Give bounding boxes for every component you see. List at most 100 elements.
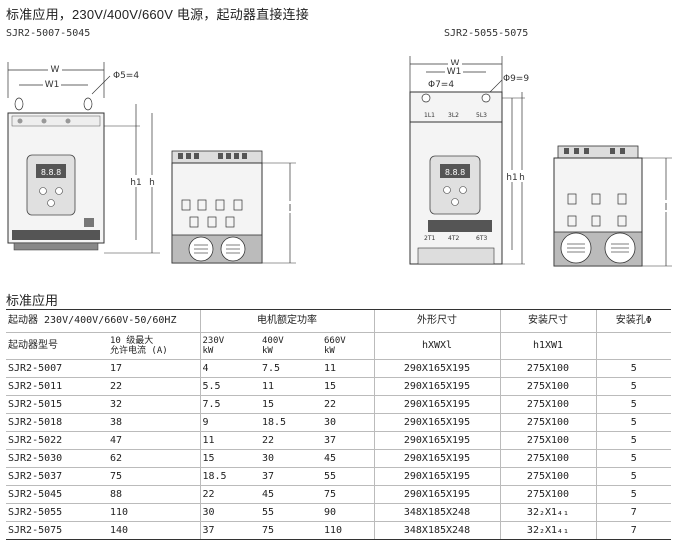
cell-mount: 275X100 xyxy=(499,413,596,432)
cell-230v: 11 xyxy=(199,431,260,450)
cell-hole: 5 xyxy=(595,449,671,468)
dim-h-right: h xyxy=(519,173,525,183)
svg-text:8.8.8: 8.8.8 xyxy=(445,168,465,177)
cell-dims: 348X185X248 xyxy=(373,521,500,540)
cell-230v: 37 xyxy=(199,521,260,540)
cell-model: SJR2-5015 xyxy=(6,395,108,414)
hole-label-right-outer: Φ9=9 xyxy=(503,74,529,84)
cell-400v: 22 xyxy=(260,431,322,450)
cell-mount: 275X100 xyxy=(499,467,596,486)
cell-mount: 275X100 xyxy=(499,449,596,468)
dim-w1: W1 xyxy=(45,80,60,90)
header-mount-formula: h1XW1 xyxy=(499,332,596,360)
cell-400v: 7.5 xyxy=(260,359,322,378)
cell-230v: 9 xyxy=(199,413,260,432)
spec-table: 起动器 230V/400V/660V-50/60HZ 电机额定功率 外形尺寸 安… xyxy=(6,309,671,540)
cell-mount: 275X100 xyxy=(499,485,596,504)
cell-hole: 5 xyxy=(595,467,671,486)
hole-label-left: Φ5=4 xyxy=(113,71,139,81)
cell-400v: 75 xyxy=(260,521,322,540)
cell-230v: 4 xyxy=(199,359,260,378)
cell-model: SJR2-5018 xyxy=(6,413,108,432)
cell-660v: 15 xyxy=(322,377,374,396)
cell-model: SJR2-5022 xyxy=(6,431,108,450)
left-side-view: l xyxy=(171,150,296,264)
cell-mount: 32₂X1₄₁ xyxy=(499,521,596,540)
cell-230v: 30 xyxy=(199,503,260,522)
cell-hole: 7 xyxy=(595,503,671,522)
header-hole: 安装孔Φ xyxy=(595,309,671,333)
header-hole-blank xyxy=(595,332,671,360)
terminal-6t3: 6T3 xyxy=(476,235,487,242)
cell-660v: 11 xyxy=(322,359,374,378)
cell-dims: 290X165X195 xyxy=(373,485,500,504)
dim-h1-right: h1 xyxy=(506,173,517,183)
cell-dims: 290X165X195 xyxy=(373,377,500,396)
cell-model: SJR2-5030 xyxy=(6,449,108,468)
cell-660v: 55 xyxy=(322,467,374,486)
terminal-1l1: 1L1 xyxy=(424,112,435,119)
header-mount: 安装尺寸 xyxy=(499,309,596,333)
cell-hole: 5 xyxy=(595,395,671,414)
cell-400v: 11 xyxy=(260,377,322,396)
cell-660v: 45 xyxy=(322,449,374,468)
cell-model: SJR2-5007 xyxy=(6,359,108,378)
svg-text:8.8.8: 8.8.8 xyxy=(41,168,61,177)
right-side-view: l xyxy=(553,145,672,267)
cell-mount: 32₂X1₄₁ xyxy=(499,503,596,522)
dim-w1-right: W1 xyxy=(447,67,462,77)
cell-660v: 37 xyxy=(322,431,374,450)
cell-230v: 15 xyxy=(199,449,260,468)
cell-hole: 5 xyxy=(595,431,671,450)
cell-hole: 5 xyxy=(595,485,671,504)
cell-mount: 275X100 xyxy=(499,359,596,378)
dim-h1-left: h1 xyxy=(130,178,141,188)
cell-hole: 7 xyxy=(595,521,671,540)
dim-w-right: W xyxy=(451,59,460,69)
page-header: 标准应用，230V/400V/660V 电源，起动器直接连接 xyxy=(6,7,309,22)
cell-current: 22 xyxy=(108,377,200,396)
cell-dims: 290X165X195 xyxy=(373,395,500,414)
hole-label-right-inner: Φ7=4 xyxy=(428,80,454,90)
cell-model: SJR2-5011 xyxy=(6,377,108,396)
cell-mount: 275X100 xyxy=(499,395,596,414)
header-model: 起动器型号 xyxy=(6,332,108,360)
terminal-4t2: 4T2 xyxy=(448,235,459,242)
cell-400v: 30 xyxy=(260,449,322,468)
cell-model: SJR2-5075 xyxy=(6,521,108,540)
cell-current: 110 xyxy=(108,503,200,522)
cell-dims: 290X165X195 xyxy=(373,431,500,450)
right-front-view: W W1 Φ9=9 Φ7=4 1L1 3L2 5L3 8.8.8 2T1 4T2… xyxy=(409,56,529,265)
cell-400v: 55 xyxy=(260,503,322,522)
header-dims-formula: hXWXl xyxy=(373,332,500,360)
cell-400v: 15 xyxy=(260,395,322,414)
dim-w: W xyxy=(51,65,60,75)
cell-400v: 37 xyxy=(260,467,322,486)
cell-hole: 5 xyxy=(595,359,671,378)
cell-400v: 45 xyxy=(260,485,322,504)
cell-dims: 290X165X195 xyxy=(373,449,500,468)
terminal-2t1: 2T1 xyxy=(424,235,435,242)
cell-current: 140 xyxy=(108,521,200,540)
cell-230v: 22 xyxy=(199,485,260,504)
header-dims: 外形尺寸 xyxy=(373,309,500,333)
cell-230v: 5.5 xyxy=(199,377,260,396)
cell-current: 62 xyxy=(108,449,200,468)
cell-current: 38 xyxy=(108,413,200,432)
model-range-left: SJR2-5007-5045 xyxy=(6,28,91,39)
dim-h-left: h xyxy=(149,178,155,188)
terminal-3l2: 3L2 xyxy=(448,112,459,119)
cell-660v: 90 xyxy=(322,503,374,522)
cell-dims: 290X165X195 xyxy=(373,359,500,378)
cell-dims: 348X185X248 xyxy=(373,503,500,522)
cell-660v: 22 xyxy=(322,395,374,414)
